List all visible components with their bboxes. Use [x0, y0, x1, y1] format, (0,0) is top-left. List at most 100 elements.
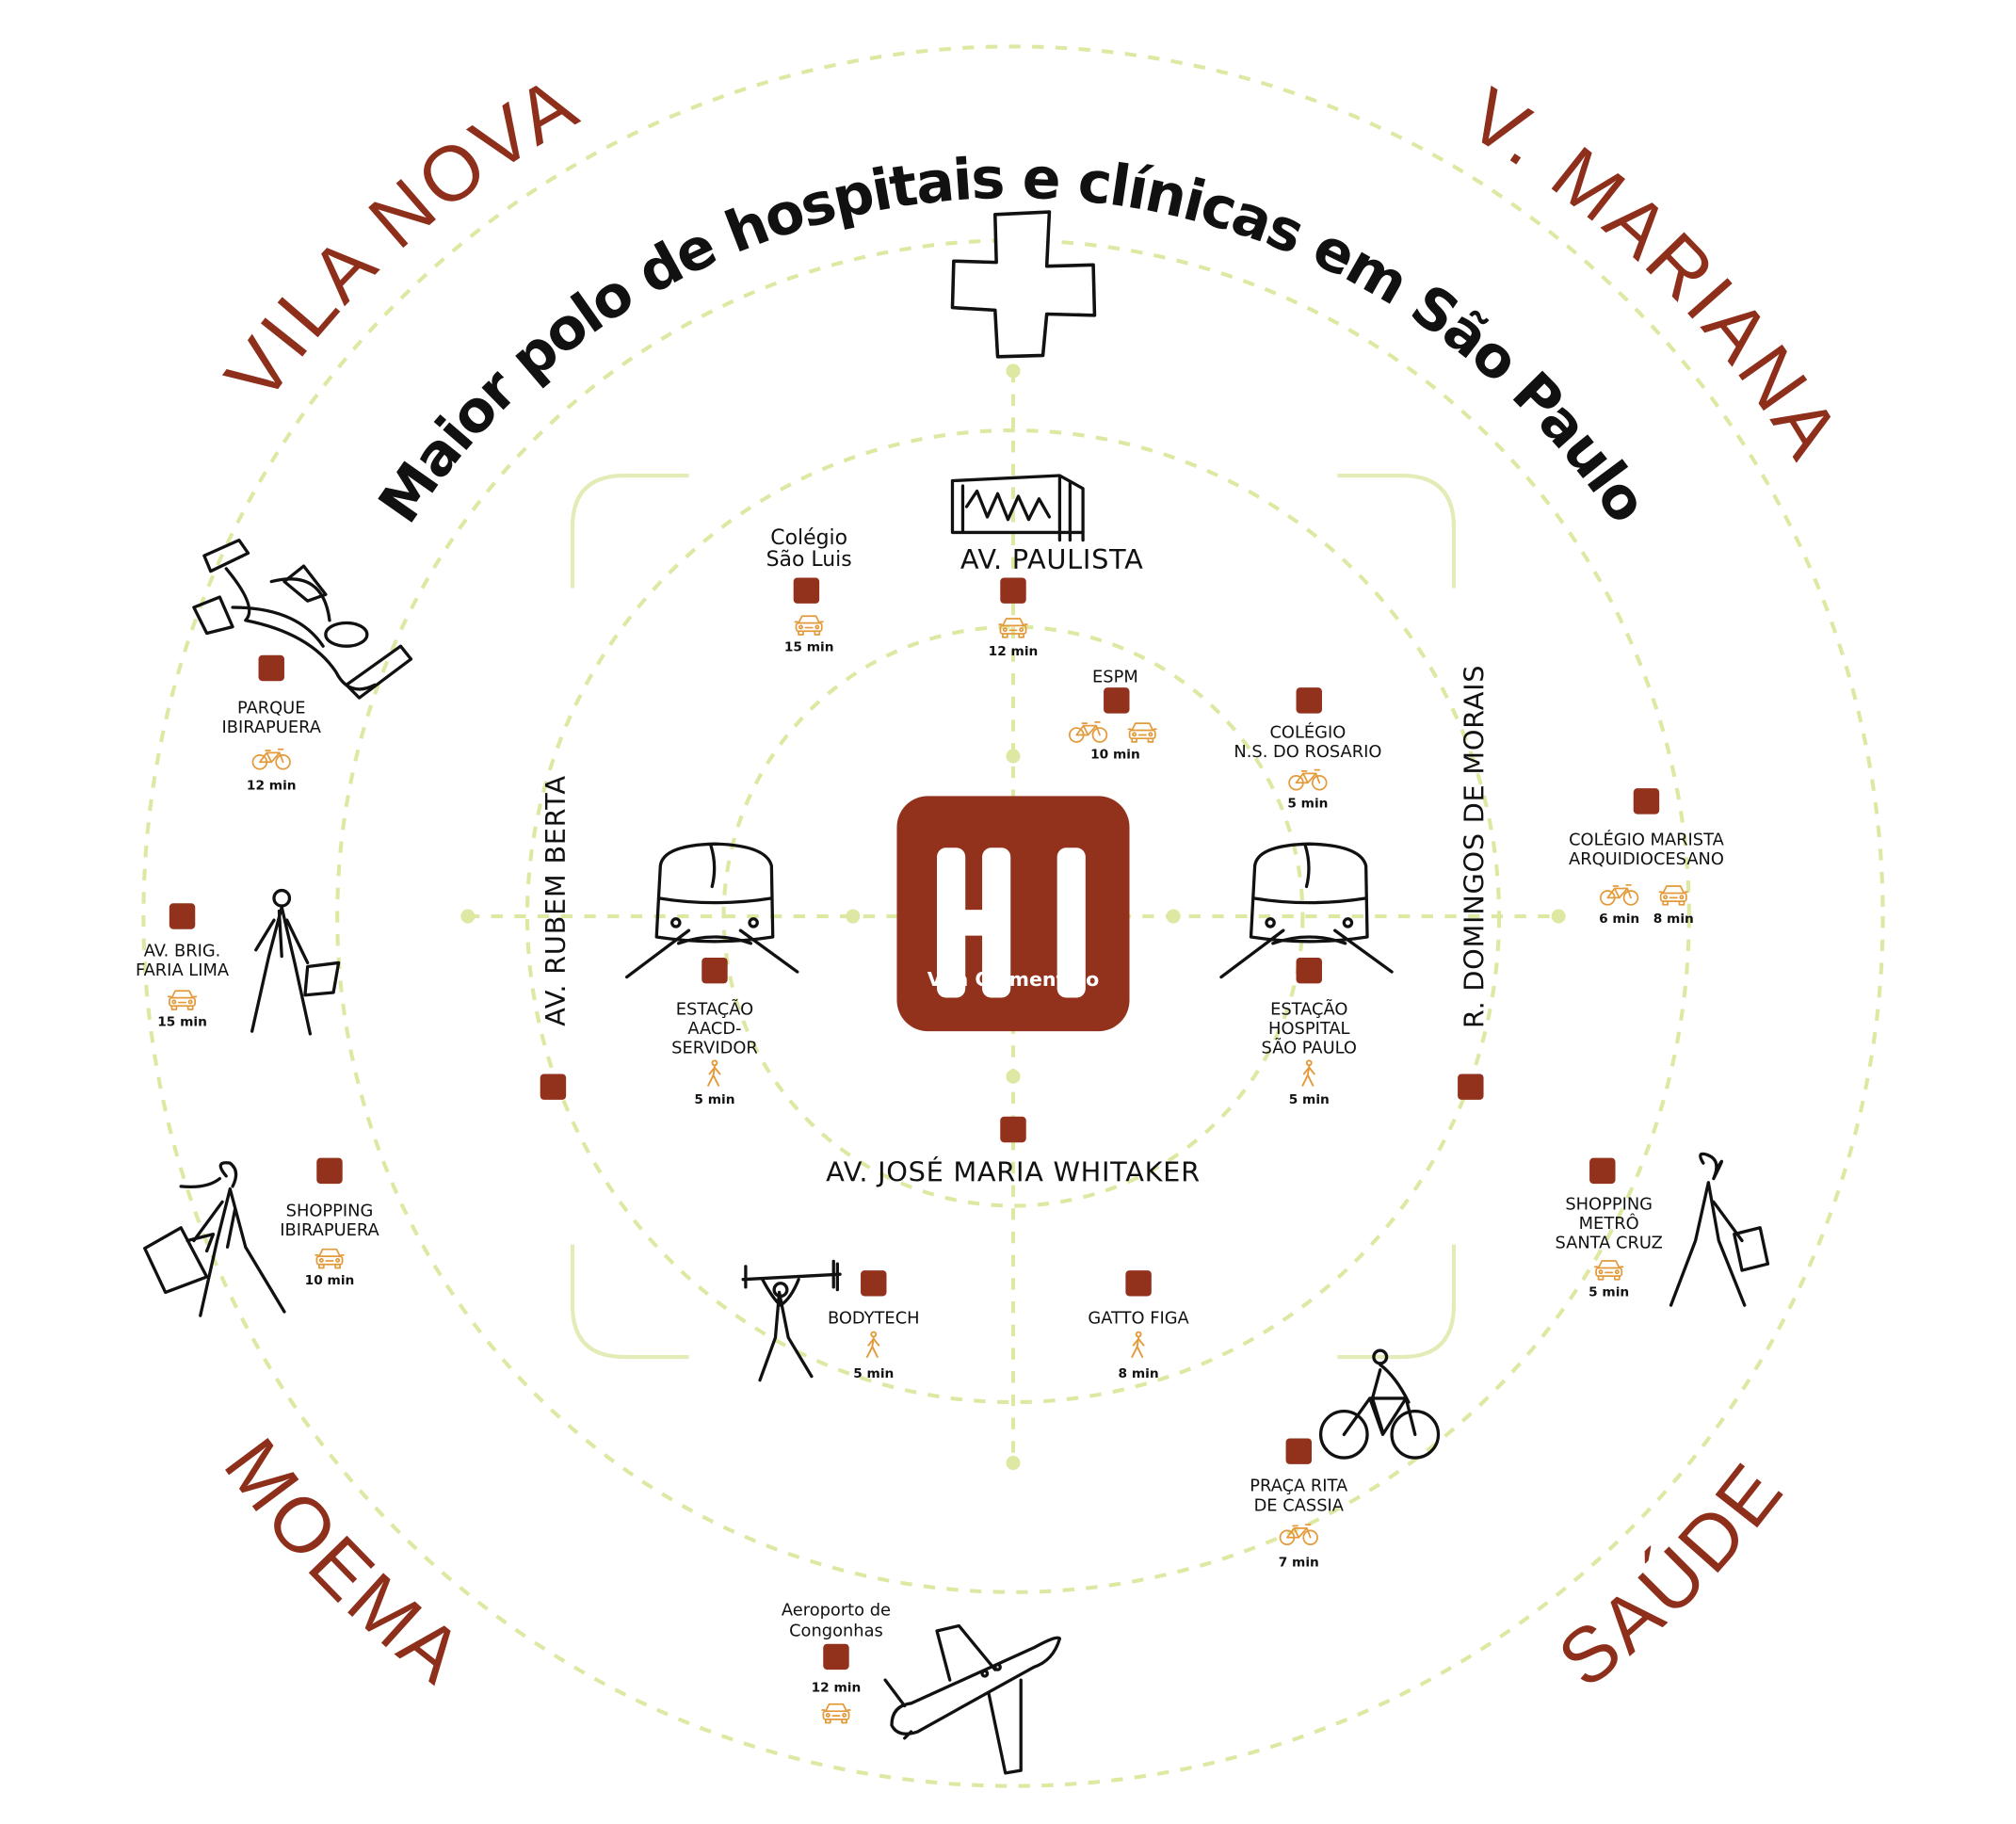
poi-label: SHOPPING: [1565, 1195, 1653, 1215]
walking-man-sketch-icon: [250, 888, 341, 1036]
travel-time: 15 min: [157, 1015, 207, 1030]
poi-label: Aeroporto de: [782, 1600, 891, 1620]
poi-label: ESTAÇÃO: [1270, 998, 1347, 1019]
poi-marker[interactable]: [1104, 687, 1130, 714]
poi-label: COLÉGIO MARISTA: [1569, 830, 1724, 850]
travel-time: 12 min: [812, 1680, 862, 1695]
car-icon: [794, 615, 824, 636]
travel-time: 5 min: [1589, 1285, 1629, 1300]
shopping-woman-sketch-icon: [1669, 1152, 1770, 1307]
travel-time: 6 min: [1599, 912, 1639, 927]
axis-dot: [1006, 1456, 1021, 1471]
poi-marker[interactable]: [1296, 687, 1322, 714]
train-sketch-icon: [624, 842, 799, 979]
bike-icon: [1068, 720, 1108, 743]
bike-icon: [251, 748, 291, 770]
poi-whitaker[interactable]: [1000, 1116, 1026, 1143]
poi-label: HOSPITAL: [1268, 1019, 1349, 1039]
axis-dot: [1006, 749, 1021, 764]
poi-label: FARIA LIMA: [136, 960, 230, 980]
car-icon: [1658, 885, 1688, 906]
poi-label: N.S. DO ROSARIO: [1234, 742, 1381, 762]
poi-marker[interactable]: [540, 1073, 567, 1100]
poi-label: São Luis: [766, 548, 852, 572]
poi-marker[interactable]: [1285, 1438, 1313, 1464]
poi-marker[interactable]: [823, 1643, 849, 1671]
bike-icon: [1279, 1524, 1318, 1546]
car-icon: [1127, 722, 1157, 743]
travel-time: 15 min: [784, 640, 834, 655]
travel-time: 5 min: [1289, 1092, 1330, 1107]
weightlifter-sketch-icon: [741, 1259, 842, 1382]
road-rubem-berta: AV. RUBEM BERTA: [540, 775, 572, 1026]
road-domingos-de-morais: R. DOMINGOS DE MORAIS: [1459, 665, 1491, 1028]
travel-time: 12 min: [989, 644, 1039, 659]
car-icon: [314, 1248, 345, 1269]
hi-logo-letters: [937, 847, 1086, 998]
corner-brackets: [570, 473, 1457, 1360]
poi-marker[interactable]: [1633, 788, 1660, 815]
poi-label: BODYTECH: [828, 1308, 920, 1328]
poi-label: METRÔ: [1579, 1213, 1639, 1234]
poi-marker[interactable]: [316, 1157, 343, 1185]
travel-time: 10 min: [305, 1273, 355, 1288]
travel-time: 5 min: [694, 1092, 734, 1107]
poi-marker[interactable]: [1589, 1157, 1616, 1185]
poi-domingos[interactable]: [1458, 1073, 1484, 1100]
poi-marker[interactable]: [793, 577, 820, 604]
poi-label: SANTA CRUZ: [1555, 1234, 1662, 1253]
car-icon: [167, 990, 198, 1010]
hospital-logo: Vila Clementino: [896, 796, 1130, 1032]
ring-3: [335, 238, 1691, 1594]
travel-time: 8 min: [1653, 912, 1694, 927]
ring-4: [141, 44, 1885, 1788]
poi-label: AACD-: [687, 1019, 741, 1039]
poi-marker[interactable]: [702, 957, 728, 984]
axis-dot: [846, 909, 861, 924]
poi-label: ESTAÇÃO: [676, 998, 753, 1019]
poi-bodytech[interactable]: BODYTECH 5 min: [828, 1270, 920, 1381]
travel-time: 7 min: [1279, 1555, 1319, 1570]
poi-marker[interactable]: [1458, 1073, 1484, 1100]
car-icon: [821, 1703, 851, 1724]
poi-marker[interactable]: [861, 1270, 887, 1297]
axis-dot: [460, 909, 476, 924]
airplane-sketch-icon: [883, 1623, 1062, 1775]
poi-paulista[interactable]: 12 min: [989, 577, 1039, 659]
bike-icon: [1599, 883, 1639, 906]
poi-marker[interactable]: [1000, 577, 1026, 604]
axis-dot: [1006, 363, 1021, 379]
travel-time: 8 min: [1119, 1366, 1159, 1381]
poi-marker[interactable]: [1296, 957, 1322, 984]
bracket-br: [1337, 1244, 1457, 1360]
poi-rubem-berta[interactable]: [540, 1073, 567, 1100]
poi-marker[interactable]: [169, 903, 196, 929]
poi-gatto-figa[interactable]: GATTO FIGA 8 min: [1088, 1270, 1190, 1381]
poi-label: COLÉGIO: [1269, 722, 1346, 743]
axis-dot: [1006, 1069, 1021, 1084]
poi-label: PRAÇA RITA: [1250, 1477, 1348, 1496]
travel-time: 5 min: [853, 1366, 894, 1381]
poi-label: GATTO FIGA: [1088, 1308, 1189, 1328]
cyclist-sketch-icon: [1318, 1348, 1441, 1460]
poi-label: Colégio: [770, 526, 847, 550]
neighborhood-moema: MOEMA: [208, 1423, 481, 1702]
poi-marker[interactable]: [258, 654, 284, 682]
poi-label: Congonhas: [789, 1621, 883, 1640]
poi-marker[interactable]: [1000, 1116, 1026, 1143]
poi-marker[interactable]: [1125, 1270, 1152, 1297]
